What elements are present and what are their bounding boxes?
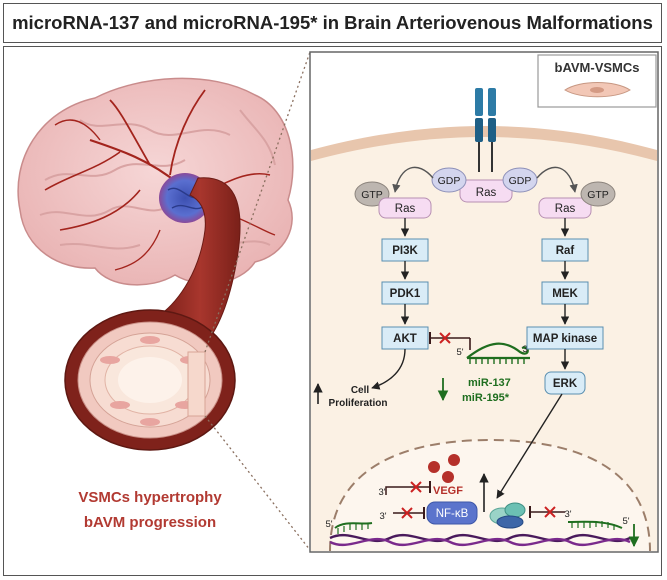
gdp-right-label: GDP (509, 175, 532, 187)
nfkb-label: NF-κB (436, 508, 469, 520)
mirna-label-1: miR-137 (468, 377, 511, 389)
mirna-label-2: miR-195* (462, 392, 510, 404)
left-3prime-dna: 3' (379, 511, 386, 522)
right-3prime-dna: 3' (564, 509, 571, 520)
mirna-hairpin: 5' 3' miR-137 miR-195* (437, 342, 530, 404)
ras-center-label: Ras (476, 187, 497, 199)
right-5prime-dna: 5' (622, 516, 629, 527)
left-3prime-vegf: 3' (378, 487, 385, 498)
zoom-region (187, 351, 206, 417)
left-pathway: GTP Ras PI3K PDK1 AKT Cell Proliferation (313, 181, 432, 409)
ras-gdp-complex: Ras GDP GDP (431, 167, 538, 203)
mirna-3prime: 3' (522, 344, 529, 355)
mek-node: MEK (552, 288, 578, 300)
right-gtp-label: GTP (587, 189, 609, 201)
akt-inhibition (429, 332, 471, 350)
inhibit-x-icon (439, 332, 451, 344)
outcome-line-1: Cell (351, 385, 370, 396)
map-kinase-node: MAP kinase (533, 333, 597, 345)
nucleus-contents: VEGF NF-κB 5' 3' (325, 454, 640, 548)
figure-title: microRNA-137 and microRNA-195* in Brain … (3, 3, 662, 43)
left-ras-label: Ras (395, 203, 416, 215)
right-pathway: Ras GTP Raf MEK MAP kinase ERK (496, 181, 616, 499)
vegf-label: VEGF (433, 485, 463, 497)
caption-line-2: bAVM progression (84, 514, 216, 531)
caption-line-1: VSMCs hypertrophy (78, 489, 222, 506)
cell-type-inset: bAVM-VSMCs (537, 54, 657, 108)
pi3k-node: PI3K (392, 245, 418, 257)
pdk1-node: PDK1 (390, 288, 421, 300)
akt-node: AKT (393, 333, 417, 345)
outcome-line-2: Proliferation (329, 398, 388, 409)
nfkb-box (426, 501, 478, 525)
gdp-left-label: GDP (438, 175, 461, 187)
vessel-illustration (64, 51, 311, 551)
brain-illustration (17, 77, 294, 286)
right-ras-label: Ras (555, 203, 576, 215)
erk-node: ERK (553, 378, 578, 390)
cell-type-label: bAVM-VSMCs (555, 60, 640, 75)
receptor-icon (475, 88, 496, 172)
left-gtp-label: GTP (361, 189, 383, 201)
figure-frame (3, 46, 662, 576)
left-5prime-dna: 5' (325, 519, 332, 530)
mirna-5prime: 5' (456, 347, 463, 358)
raf-node: Raf (556, 245, 575, 257)
